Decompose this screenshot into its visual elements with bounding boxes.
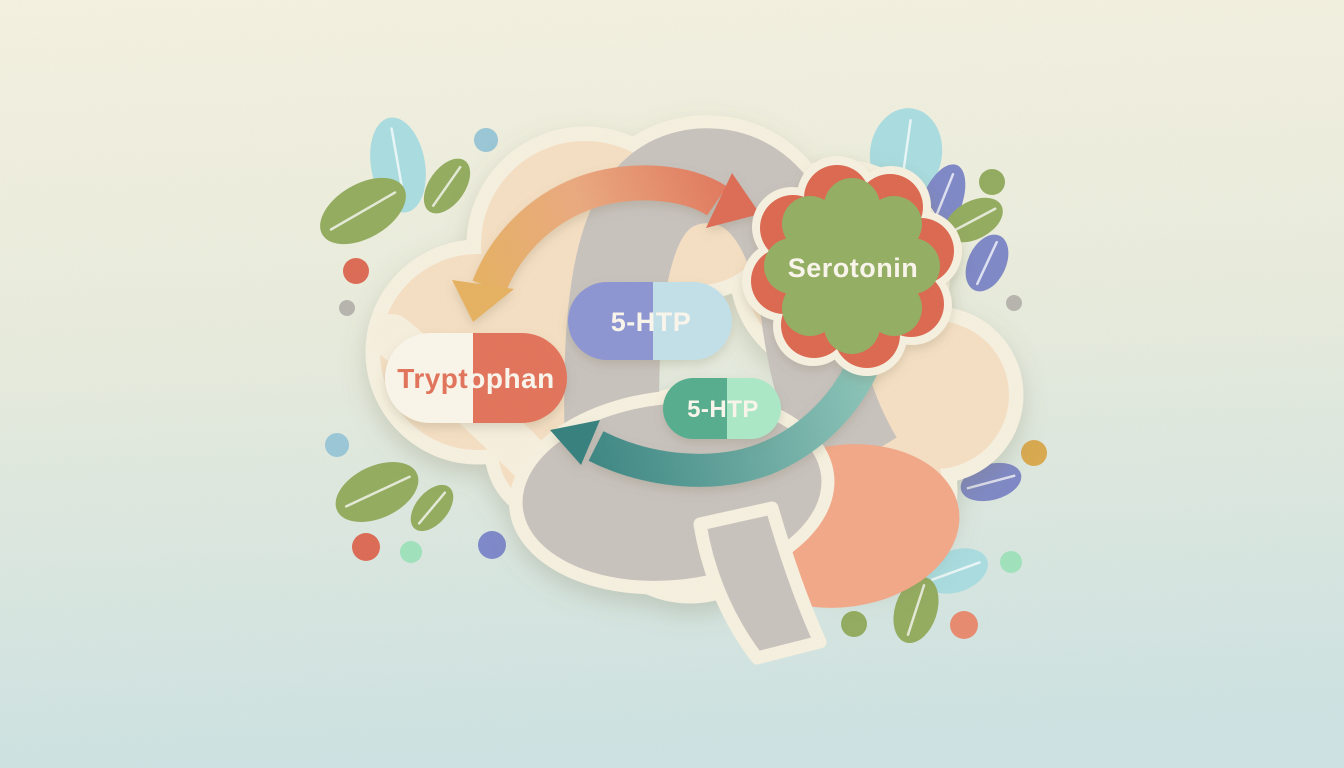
illustration-canvas: Serotonin 5-HTP Tryptophan 5-HTP: [0, 0, 1344, 768]
paper-grain-overlay: [0, 0, 1344, 768]
serotonin-pathway-illustration: Serotonin 5-HTP Tryptophan 5-HTP: [0, 0, 1344, 768]
